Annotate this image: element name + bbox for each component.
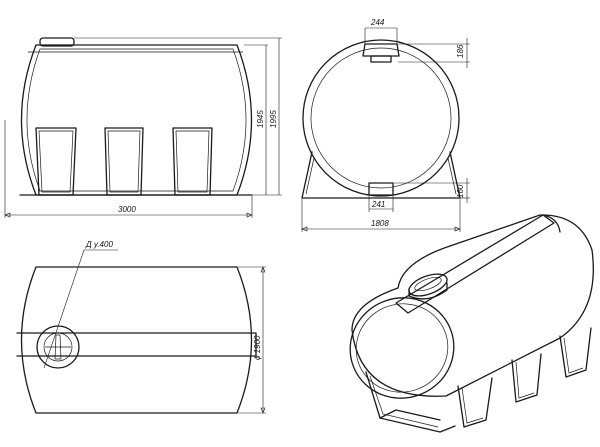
side-view-outline — [20, 44, 253, 196]
top-hatch-width-label: 244 — [370, 18, 385, 27]
top-view: Д у.400 — [16, 240, 257, 414]
front-view-outer-circle — [302, 39, 460, 197]
diameter-label: ϕ 1900 — [253, 335, 262, 360]
bottom-block-height-label: 160 — [456, 184, 465, 198]
side-view-inner-contour — [26, 48, 247, 192]
front-view-bottom-block — [368, 182, 394, 196]
isometric-leg-1 — [457, 377, 493, 428]
front-view-base — [301, 151, 461, 199]
isometric-leg-2 — [511, 353, 542, 403]
isometric-view — [349, 214, 594, 433]
isometric-body — [351, 214, 594, 397]
side-view — [19, 37, 253, 196]
bottom-block-width-label: 241 — [371, 200, 385, 209]
length-label: 3000 — [118, 205, 136, 214]
tank-width-label: 1808 — [371, 219, 389, 228]
top-view-outline — [20, 266, 253, 414]
side-view-dimensions: 3000 1945 1995 — [4, 37, 282, 218]
isometric-strap — [395, 214, 555, 314]
height-outer-label: 1995 — [269, 110, 278, 128]
front-view-dimensions: 244 186 241 160 1808 — [301, 18, 470, 232]
side-view-leg-3 — [172, 127, 213, 196]
isometric-leg-3 — [559, 327, 592, 378]
top-view-strap — [16, 332, 257, 357]
height-inner-label: 1945 — [256, 110, 265, 128]
diameter-callout-label: Д у.400 — [85, 240, 113, 249]
isometric-front-base — [365, 371, 456, 433]
top-view-dimensions: ϕ 1900 — [238, 266, 266, 414]
side-view-leg-2 — [104, 127, 144, 196]
side-view-hatch — [39, 37, 75, 47]
isometric-end-face — [349, 297, 455, 399]
front-view-top-hatch — [362, 43, 400, 57]
front-view — [301, 39, 461, 199]
front-view-inner-circle — [310, 47, 452, 189]
top-hatch-height-label: 186 — [456, 44, 465, 58]
